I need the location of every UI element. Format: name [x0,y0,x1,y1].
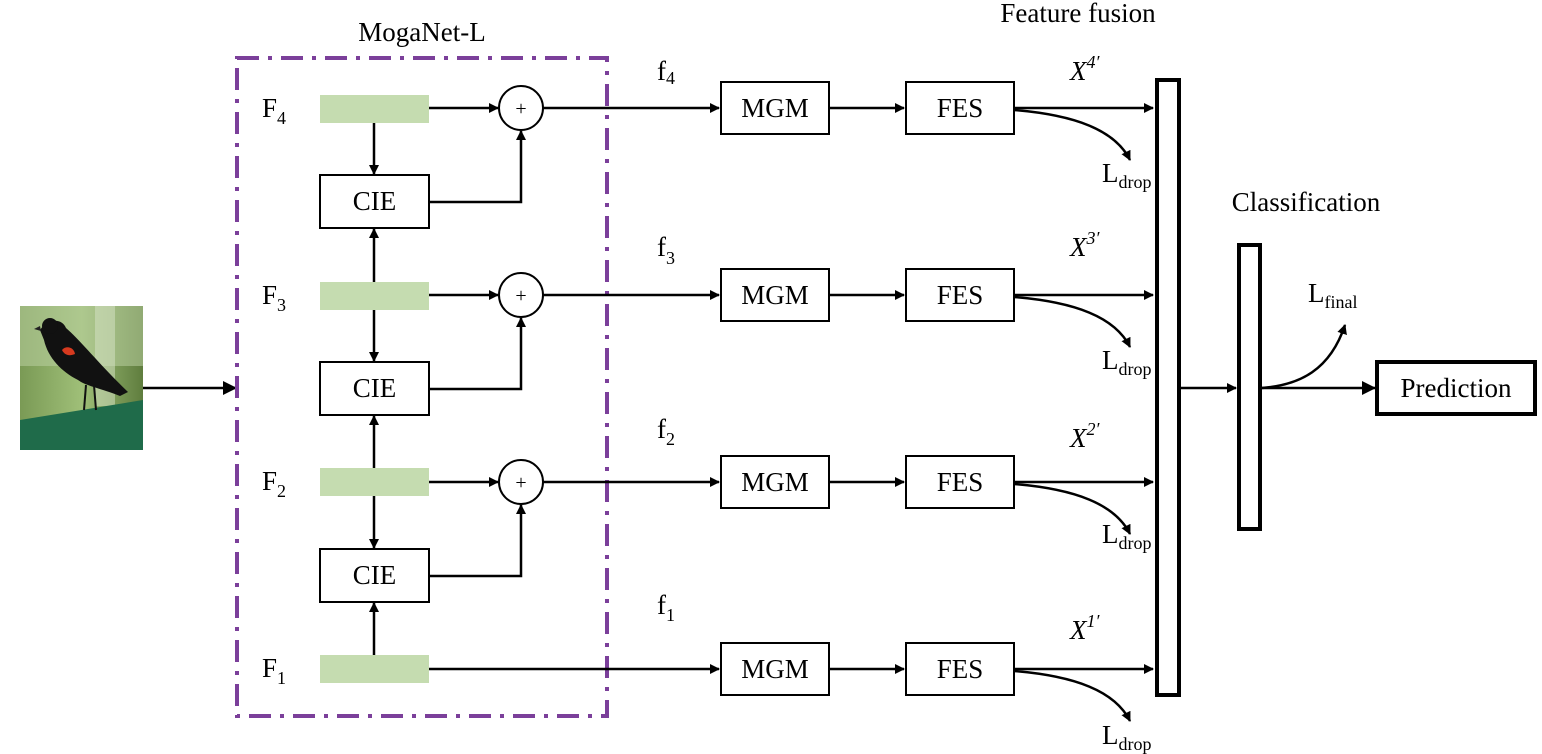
svg-text:+: + [515,98,526,120]
loss-drop-label-4: Ldrop [1102,158,1152,192]
branch-label-f2: f2 [657,414,675,449]
branch-label-f3: f3 [657,232,675,268]
svg-text:+: + [515,285,526,307]
prediction-box [1375,360,1537,416]
branch-label-f4: f4 [657,56,675,88]
fes-label: FES [937,280,984,310]
backbone-title: MogaNet-L [358,17,485,47]
sum-node-f3: + [498,272,544,318]
feature-label-f3: F3 [262,280,286,315]
fes-box-f1 [905,642,1015,696]
backbone-box [235,56,609,718]
loss-drop-label-3: Ldrop [1102,345,1152,379]
feature-block-f4 [320,95,429,123]
cie-box-top [319,174,430,229]
fusion-bar [1155,78,1181,697]
loss-drop-label-2: Ldrop [1102,519,1152,553]
fes-label: FES [937,93,984,123]
x-label-2: X2′ [1069,419,1101,453]
cie-label: CIE [353,560,397,590]
mgm-label: MGM [741,93,809,123]
x-label-3: X3′ [1069,228,1101,262]
sum-node-f4: + [498,85,544,131]
sum-node-f2: + [498,459,544,505]
svg-text:+: + [515,472,526,494]
feature-label-f4: F4 [262,93,286,128]
fes-box-f2 [905,455,1015,509]
feature-label-f2: F2 [262,466,286,501]
classifier-bar [1237,243,1262,531]
feature-label-f1: F1 [262,653,286,688]
fes-to-fusion-arrows [1014,103,1154,674]
loss-drop-label-1: Ldrop [1102,720,1152,754]
x-label-4: X4′ [1069,52,1101,86]
mgm-box-f1 [720,642,830,696]
mgm-label: MGM [741,654,809,684]
x-label-1: X1′ [1069,611,1101,645]
classification-title: Classification [1232,187,1381,217]
final-loss-arrow [1261,324,1347,390]
mgm-box-f2 [720,455,830,509]
mgm-label: MGM [741,467,809,497]
mgm-box-f3 [720,268,830,322]
drop-loss-arrows [1013,108,1132,722]
feature-block-f3 [320,282,429,310]
fes-label: FES [937,654,984,684]
cie-box-bottom [319,548,430,603]
input-bird-image [20,306,143,450]
to-mgm-arrows [429,103,720,674]
prediction-label: Prediction [1401,373,1512,403]
fes-box-f4 [905,81,1015,135]
mgm-label: MGM [741,280,809,310]
cie-label: CIE [353,186,397,216]
loss-final-label: Lfinal [1308,278,1358,312]
branch-label-f1: f1 [657,590,675,625]
cie-label: CIE [353,373,397,403]
fes-label: FES [937,467,984,497]
feature-block-f1 [320,655,429,683]
feature-to-sum-arrows [429,103,499,487]
cie-to-sum-arrows [429,130,526,578]
fusion-title: Feature fusion [1000,0,1156,28]
feature-block-f2 [320,468,429,496]
mgm-to-fes-arrows [829,103,905,674]
